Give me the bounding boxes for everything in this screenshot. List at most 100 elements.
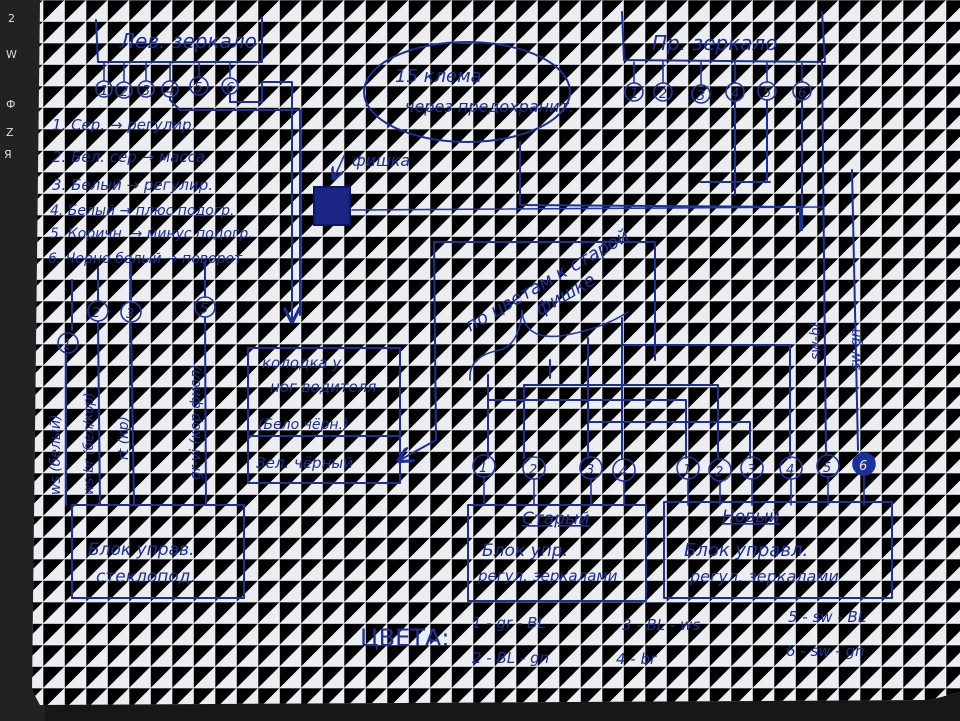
pin-label: 4 (786, 463, 794, 478)
wire-color-label: rt (кр) (116, 416, 132, 460)
pin-label: 4 (619, 465, 627, 480)
new-block-pins: 1 2 3 4 5 6 (676, 452, 876, 506)
pin-label: 6 (859, 459, 867, 474)
wire-number-1 (57, 332, 79, 354)
wire-color-label: ws (белый) (48, 415, 64, 495)
driver-connector-line3: (Бело чёрн.) (258, 417, 348, 433)
svg-text:Z: Z (6, 126, 14, 139)
pin-label: 2 (659, 87, 667, 102)
keyboard-keys: 2W Ф ZЯ (4, 12, 17, 161)
pin-label: 3 (142, 84, 150, 99)
color-item: 1 - gr - BL (472, 614, 546, 632)
left-control-block (71, 504, 245, 599)
wire (699, 100, 771, 196)
wire-5-new (821, 61, 827, 456)
pin-label: 1 (683, 463, 691, 478)
svg-text:Я: Я (4, 148, 12, 161)
legend-line: 6. Черно белый → поворот (48, 251, 243, 267)
wire-num: 2 (92, 306, 100, 321)
driver-connector-line1: колодка у (262, 354, 342, 372)
new-block-line1: Блок управл. (684, 540, 808, 561)
color-item: 2 - BL - gn (472, 649, 549, 667)
legend-line: 1. Сер. → регулир. (52, 116, 196, 134)
svg-text:2: 2 (8, 12, 15, 25)
pin-label: 5 (763, 86, 771, 101)
pin-label: 4 (731, 87, 739, 102)
colors-title: ЦВЕТА: (360, 624, 449, 652)
color-item: 3 - BL - ws (622, 616, 700, 634)
driver-connector-line2: ног водителя (270, 378, 376, 396)
new-control-block (663, 501, 893, 599)
left-mirror-label: Лев. зеркало (119, 29, 257, 53)
right-mirror-block: Пр. зеркало (621, 11, 826, 63)
brace (469, 309, 629, 381)
wire-number-5 (194, 296, 216, 318)
graph-grid (32, 0, 960, 705)
wire-bus (487, 241, 791, 459)
pin-label: 3 (747, 463, 755, 478)
wire-3 (130, 261, 135, 506)
pin-label: 5 (823, 461, 831, 476)
left-wire-legend: 1. Сер. → регулир. 2. Бел. сер → масса 3… (48, 116, 253, 267)
left-mirror-block: Лев. зеркало (95, 17, 263, 63)
old-block-pins: 1 2 3 4 (472, 454, 636, 506)
wire-color-label: sw-gn (848, 328, 864, 370)
driver-connector-line4: Зел. чёрный (256, 454, 353, 472)
pin-label: 6 (798, 86, 806, 101)
fuse-note-line1: 15 клема (395, 66, 482, 87)
wire-color-label: ws-br (бел/кор) (82, 392, 97, 495)
wire-to-driver-connector (261, 81, 292, 320)
wire-5 (204, 261, 207, 506)
wire-number-2 (87, 300, 109, 322)
wire-fuse (519, 141, 801, 231)
pin-label: 2 (529, 463, 537, 478)
new-block-line2: регул. зеркалами (689, 567, 839, 586)
pin-label: 2 (120, 85, 128, 100)
pin-label: 1 (630, 87, 638, 102)
old-block-line1: Блок упр. (482, 541, 568, 561)
pin-label: 1 (100, 84, 108, 99)
wire (229, 81, 263, 103)
pin-label: 4 (166, 84, 174, 99)
color-item: 4 - br (616, 650, 657, 668)
wire-num: 1 (63, 338, 71, 353)
color-item: 5 - sw - BL (788, 608, 866, 626)
connector-chip (313, 186, 351, 226)
wire-num: 3 (126, 307, 134, 322)
pin-label: 3 (697, 89, 705, 104)
wire-number-3 (120, 301, 142, 323)
pin-label: 3 (586, 463, 594, 478)
old-control-block (467, 504, 647, 602)
wire-to-green-black (400, 241, 437, 460)
wire-6-new (851, 169, 859, 451)
chip-pointer (334, 155, 345, 178)
left-control-block-line2: стеклопод. (96, 567, 196, 587)
svg-text:Ф: Ф (6, 98, 15, 111)
new-block-title: Новый (722, 507, 780, 527)
wire-color-label: sw-bl (808, 323, 824, 360)
old-block-title: Старый (522, 509, 589, 529)
wire (169, 96, 301, 316)
right-mirror-label: Пр. зеркало (652, 31, 777, 55)
wire-2 (97, 267, 101, 506)
left-control-block-line1: Блок управ. (88, 540, 194, 560)
pin-label: 5 (194, 81, 202, 96)
legend-line: 4. Белый → плюс подогр. (50, 203, 234, 219)
wire-num: 5 (200, 302, 208, 317)
driver-foot-connector (247, 347, 401, 484)
wire-color-label: gr-vi (кор фиол) (188, 365, 204, 480)
fuse-bubble (363, 41, 571, 143)
legend-line: 5. Коричн. → минус подогр. (50, 226, 253, 242)
legend-line: 3. Белый → регулир. (52, 176, 213, 194)
legend-line: 2. Бел. сер → масса (52, 148, 205, 166)
pin-label: 1 (479, 461, 487, 476)
pin-label: 6 (226, 81, 234, 96)
color-item: 6 - sw - gn (786, 642, 865, 660)
svg-text:W: W (6, 48, 17, 61)
fuse-note-line2: через предохранит. (405, 97, 574, 116)
chip-label: фишка (352, 151, 410, 170)
old-block-line2: регул. зеркалами (477, 567, 618, 585)
wire-1 (65, 279, 73, 506)
wire (351, 206, 823, 211)
